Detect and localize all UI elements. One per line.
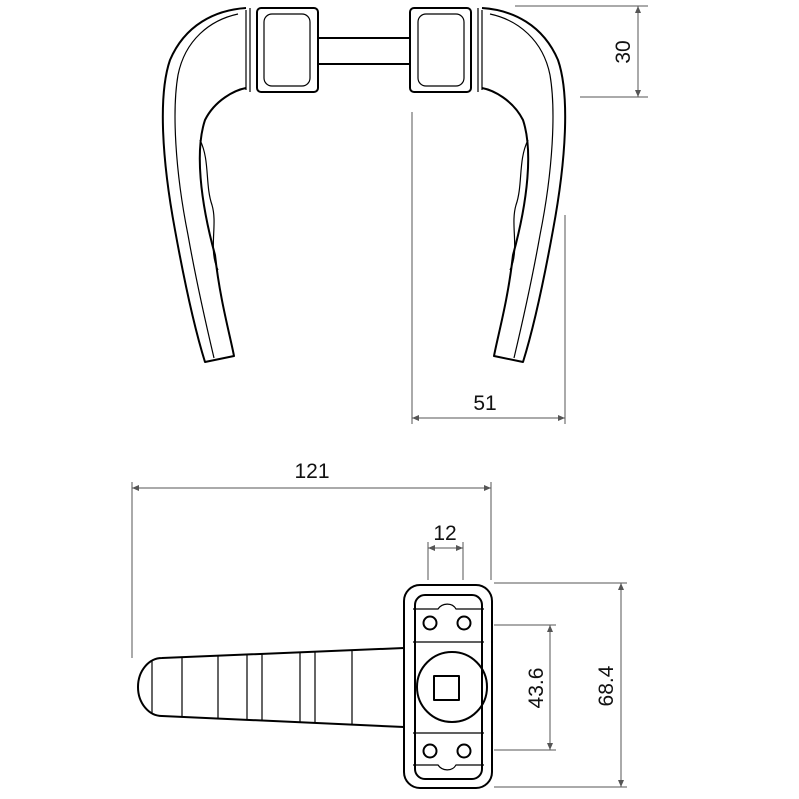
screw-hole xyxy=(456,615,472,631)
front-view: 121 12 43.6 68.4 xyxy=(131,460,627,789)
dimension-43-6: 43.6 xyxy=(494,624,556,751)
square-spindle-hole xyxy=(433,675,460,701)
dimension-121: 121 xyxy=(131,460,492,658)
screw-hole xyxy=(422,743,438,759)
dimension-label: 30 xyxy=(612,40,635,63)
left-rose xyxy=(245,7,319,93)
dimension-label: 43.6 xyxy=(525,668,548,709)
dimension-30: 30 xyxy=(515,5,648,98)
lever-grip xyxy=(137,647,405,728)
spindle-boss xyxy=(416,651,488,723)
dimension-label: 68.4 xyxy=(595,665,618,706)
screw-hole xyxy=(422,615,438,631)
dimension-51: 51 xyxy=(411,112,566,424)
dimension-12: 12 xyxy=(427,522,464,580)
right-lever xyxy=(481,7,567,363)
rose-plate xyxy=(403,584,493,789)
spindle xyxy=(317,37,411,65)
dimension-label: 121 xyxy=(294,460,329,483)
right-rose xyxy=(409,7,483,93)
top-view: 30 51 xyxy=(161,5,648,424)
screw-hole xyxy=(456,743,472,759)
dimension-label: 12 xyxy=(433,522,456,545)
dimension-68-4: 68.4 xyxy=(494,582,627,788)
dimension-label: 51 xyxy=(473,392,496,415)
left-lever xyxy=(161,7,247,363)
